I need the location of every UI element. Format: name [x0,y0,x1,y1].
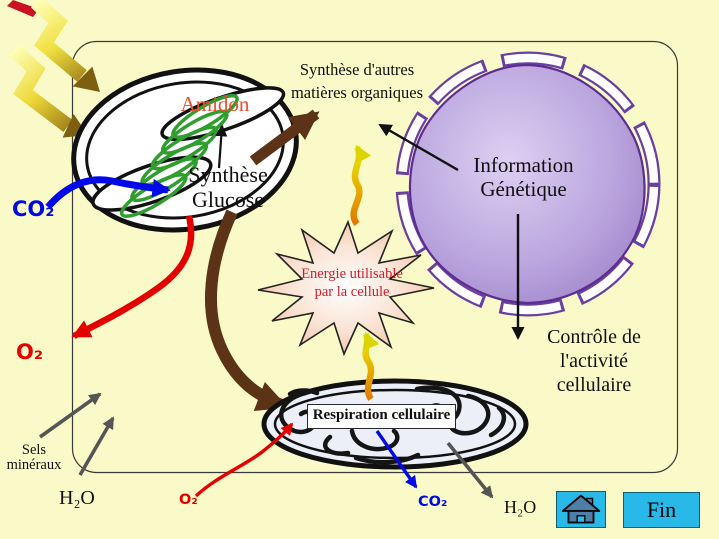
information-line1: Information [473,153,574,177]
h2o-input-label: H₂O [59,487,95,509]
synthese-line: Synthèse [188,162,268,187]
sels-line2: minéraux [6,457,62,473]
controle-activite-label: Contrôle de l'activité cellulaire [533,325,655,397]
red-top-mark [7,0,39,17]
energy-wavy-arrow-lower [362,331,380,401]
co2-arrow [45,176,171,210]
respiration-cellulaire-box: Respiration cellulaire [307,404,456,429]
slide-border [71,40,679,474]
energie-line2: par la cellule [314,284,390,300]
respiration-label: Respiration cellulaire [312,407,451,423]
co2-input-label: CO₂ [12,197,55,221]
synthese-autres-label: Synthèse d'autres matières organiques [278,58,436,104]
sels-line1: Sels [21,442,47,458]
controle-line1: Contrôle de [547,326,641,348]
o2-arrow [71,215,195,339]
energie-line1: Energie utilisable [301,266,403,282]
fin-button[interactable]: Fin [623,492,700,528]
home-button[interactable] [556,491,606,528]
co2-bottom-label: CO₂ [418,494,448,510]
fin-button-label: Fin [646,497,677,522]
energy-wavy-arrow-upper [350,144,372,227]
nucleus [395,51,661,317]
mito-to-co2-line [375,430,418,489]
energie-utilisable-label: Energie utilisable par la cellule [286,265,418,301]
home-icon [561,494,601,524]
synthese-autres-line2: matières organiques [290,83,424,102]
information-genetique-label: Information Génétique [446,153,601,201]
brown-arrow-glucose-to-mito [204,209,289,412]
h2o-right-label: H₂O [504,497,537,517]
sels-mineraux-label: Sels minéraux [0,443,68,473]
synthese-glucose-label: Synthèse Glucose [163,162,293,212]
o2-to-mito-line [194,422,294,498]
h2o-arrow [78,416,115,476]
glucose-line: Glucose [191,187,265,212]
o2-bottom-label: O₂ [179,492,198,508]
starburst-energy [257,219,435,357]
synthese-autres-line1: Synthèse d'autres [299,60,415,79]
amidon-label: Amidon [180,92,250,116]
brown-arrow-synthesis [249,109,320,166]
o2-output-label: O₂ [16,340,44,364]
information-line2: Génétique [480,177,567,201]
nucleus-energy-arrow [378,123,459,172]
amidon-arrow [215,124,228,169]
controle-line2: l'activité [559,350,629,372]
sels-arrow [38,392,102,439]
mito-to-h2o-arrow [446,441,494,499]
controle-line3: cellulaire [556,374,632,396]
